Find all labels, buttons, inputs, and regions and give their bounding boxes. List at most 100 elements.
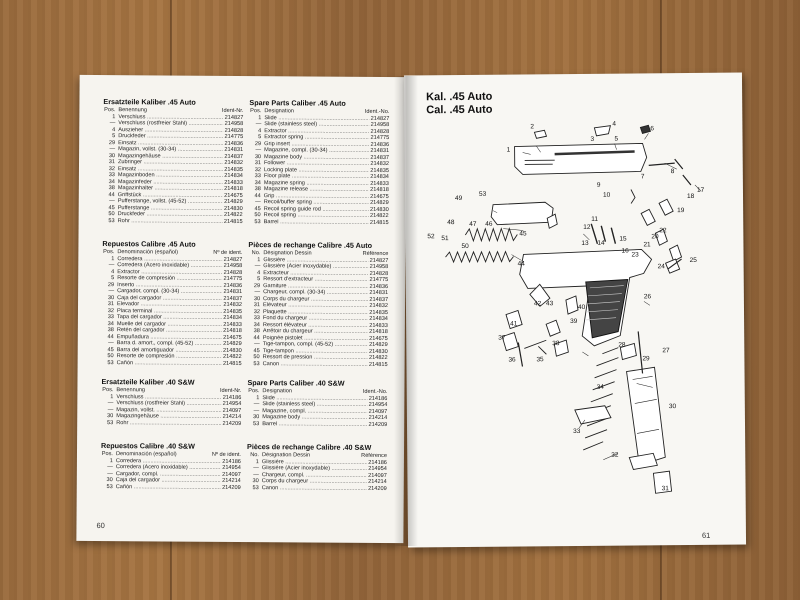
callout-37: 37 — [498, 334, 506, 342]
callout-23: 23 — [631, 251, 639, 259]
part-pos: 53 — [108, 217, 115, 224]
part-name: Barrel — [264, 219, 369, 226]
part-name: Cañón — [117, 360, 222, 367]
part-name: Cañón — [116, 484, 221, 491]
callout-9: 9 — [596, 181, 601, 189]
part-name: Canon — [262, 485, 367, 492]
callout-6: 6 — [650, 125, 655, 133]
callout-51: 51 — [441, 235, 449, 243]
part-pos: 53 — [106, 419, 114, 426]
parts-row: 53Rohr214815 — [103, 217, 243, 226]
callout-40: 40 — [577, 303, 586, 311]
parts-row: 53Barrel214815 — [249, 219, 389, 227]
parts-row: 53Cañón214209 — [101, 484, 241, 491]
callout-50: 50 — [461, 242, 469, 250]
section-title: Pièces de rechange Calibre .45 Auto — [248, 240, 373, 250]
callout-8: 8 — [670, 168, 675, 176]
callout-11: 11 — [591, 215, 598, 223]
callout-26: 26 — [643, 293, 652, 301]
parts-row: 53Barrel214209 — [247, 420, 388, 429]
page-number-right: 61 — [701, 530, 711, 540]
callout-53: 53 — [478, 190, 487, 198]
callout-16: 16 — [621, 247, 629, 255]
callout-24: 24 — [657, 263, 665, 271]
part-pos: 53 — [252, 484, 259, 491]
parts-row: 53Rohr214209 — [101, 419, 242, 428]
callout-30: 30 — [668, 403, 677, 411]
section-title: Ersatzteile Kaliber .45 Auto — [103, 97, 196, 107]
callout-1: 1 — [506, 146, 511, 154]
callout-42: 42 — [533, 300, 542, 308]
callout-21: 21 — [643, 241, 651, 249]
exploded-view-diagram — [445, 124, 702, 494]
part-id: 214209 — [221, 484, 241, 491]
callout-45: 45 — [519, 230, 527, 238]
part-name: Barrel — [262, 421, 367, 428]
callout-5: 5 — [614, 135, 619, 143]
callout-3: 3 — [590, 135, 595, 143]
right-page: Kal. .45 Auto Cal. .45 Auto — [403, 72, 747, 548]
callout-15: 15 — [619, 235, 627, 243]
part-pos: 53 — [106, 483, 113, 490]
part-id: 214209 — [221, 420, 242, 428]
callout-39: 39 — [570, 317, 578, 326]
section-title: Ersatzteile Kaliber .40 S&W — [101, 377, 195, 387]
grip-panel-part — [585, 279, 629, 339]
callout-48: 48 — [447, 219, 455, 227]
callout-31: 31 — [661, 485, 669, 493]
part-id: 214815 — [222, 218, 243, 226]
callout-47: 47 — [469, 220, 477, 228]
callout-49: 49 — [454, 194, 463, 203]
parts-row: 53Canon214209 — [247, 484, 387, 493]
callout-20: 20 — [651, 233, 659, 241]
callout-27: 27 — [662, 347, 670, 355]
callout-33: 33 — [573, 427, 581, 436]
callout-29: 29 — [642, 355, 650, 363]
callout-38: 38 — [552, 340, 560, 348]
callout-44: 44 — [517, 260, 525, 268]
parts-row: 53Canon214815 — [248, 360, 388, 369]
callout-36: 36 — [508, 356, 516, 364]
part-id: 214815 — [367, 361, 388, 369]
callout-22: 22 — [659, 227, 667, 235]
callout-25: 25 — [689, 256, 697, 264]
callout-14: 14 — [597, 239, 605, 247]
callout-10: 10 — [602, 191, 611, 199]
callout-32: 32 — [611, 451, 619, 459]
callout-28: 28 — [618, 341, 626, 349]
section-title: Repuestos Calibre .40 S&W — [101, 441, 195, 451]
section-title: Repuestos Calibre .45 Auto — [102, 239, 196, 249]
part-pos: 53 — [252, 420, 260, 427]
parts-row: 53Cañón214815 — [102, 360, 242, 368]
section-title: Spare Parts Caliber .45 Auto — [249, 98, 346, 108]
callout-19: 19 — [677, 207, 685, 215]
part-name: Rohr — [116, 420, 221, 427]
part-pos: 53 — [253, 360, 260, 367]
part-id: 214815 — [368, 219, 389, 227]
part-name: Rohr — [118, 218, 223, 225]
part-id: 214209 — [367, 485, 387, 493]
callout-41: 41 — [510, 320, 518, 328]
magazine-part — [626, 366, 666, 467]
part-name: Canon — [263, 361, 368, 368]
floor-plate-part — [574, 405, 612, 425]
barrel-part — [490, 201, 554, 226]
section-title: Spare Parts Caliber .40 S&W — [247, 378, 345, 388]
callout-4: 4 — [612, 120, 617, 128]
callout-35: 35 — [536, 356, 544, 364]
part-id: 214209 — [367, 421, 388, 429]
magazine-spring-part — [583, 347, 619, 451]
callout-46: 46 — [485, 220, 493, 228]
callout-7: 7 — [640, 173, 645, 181]
callout-43: 43 — [545, 300, 554, 308]
callout-17: 17 — [696, 186, 705, 194]
